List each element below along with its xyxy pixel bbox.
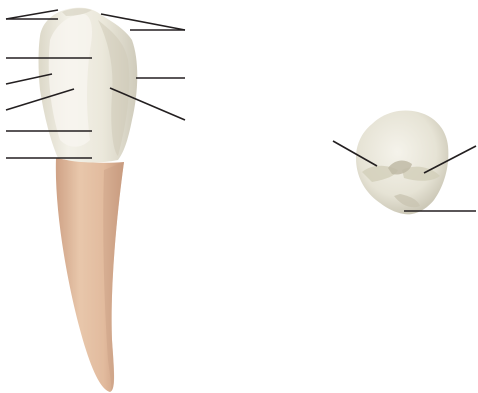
lateral-tooth-view (39, 8, 138, 392)
leader-line-1 (6, 10, 58, 19)
